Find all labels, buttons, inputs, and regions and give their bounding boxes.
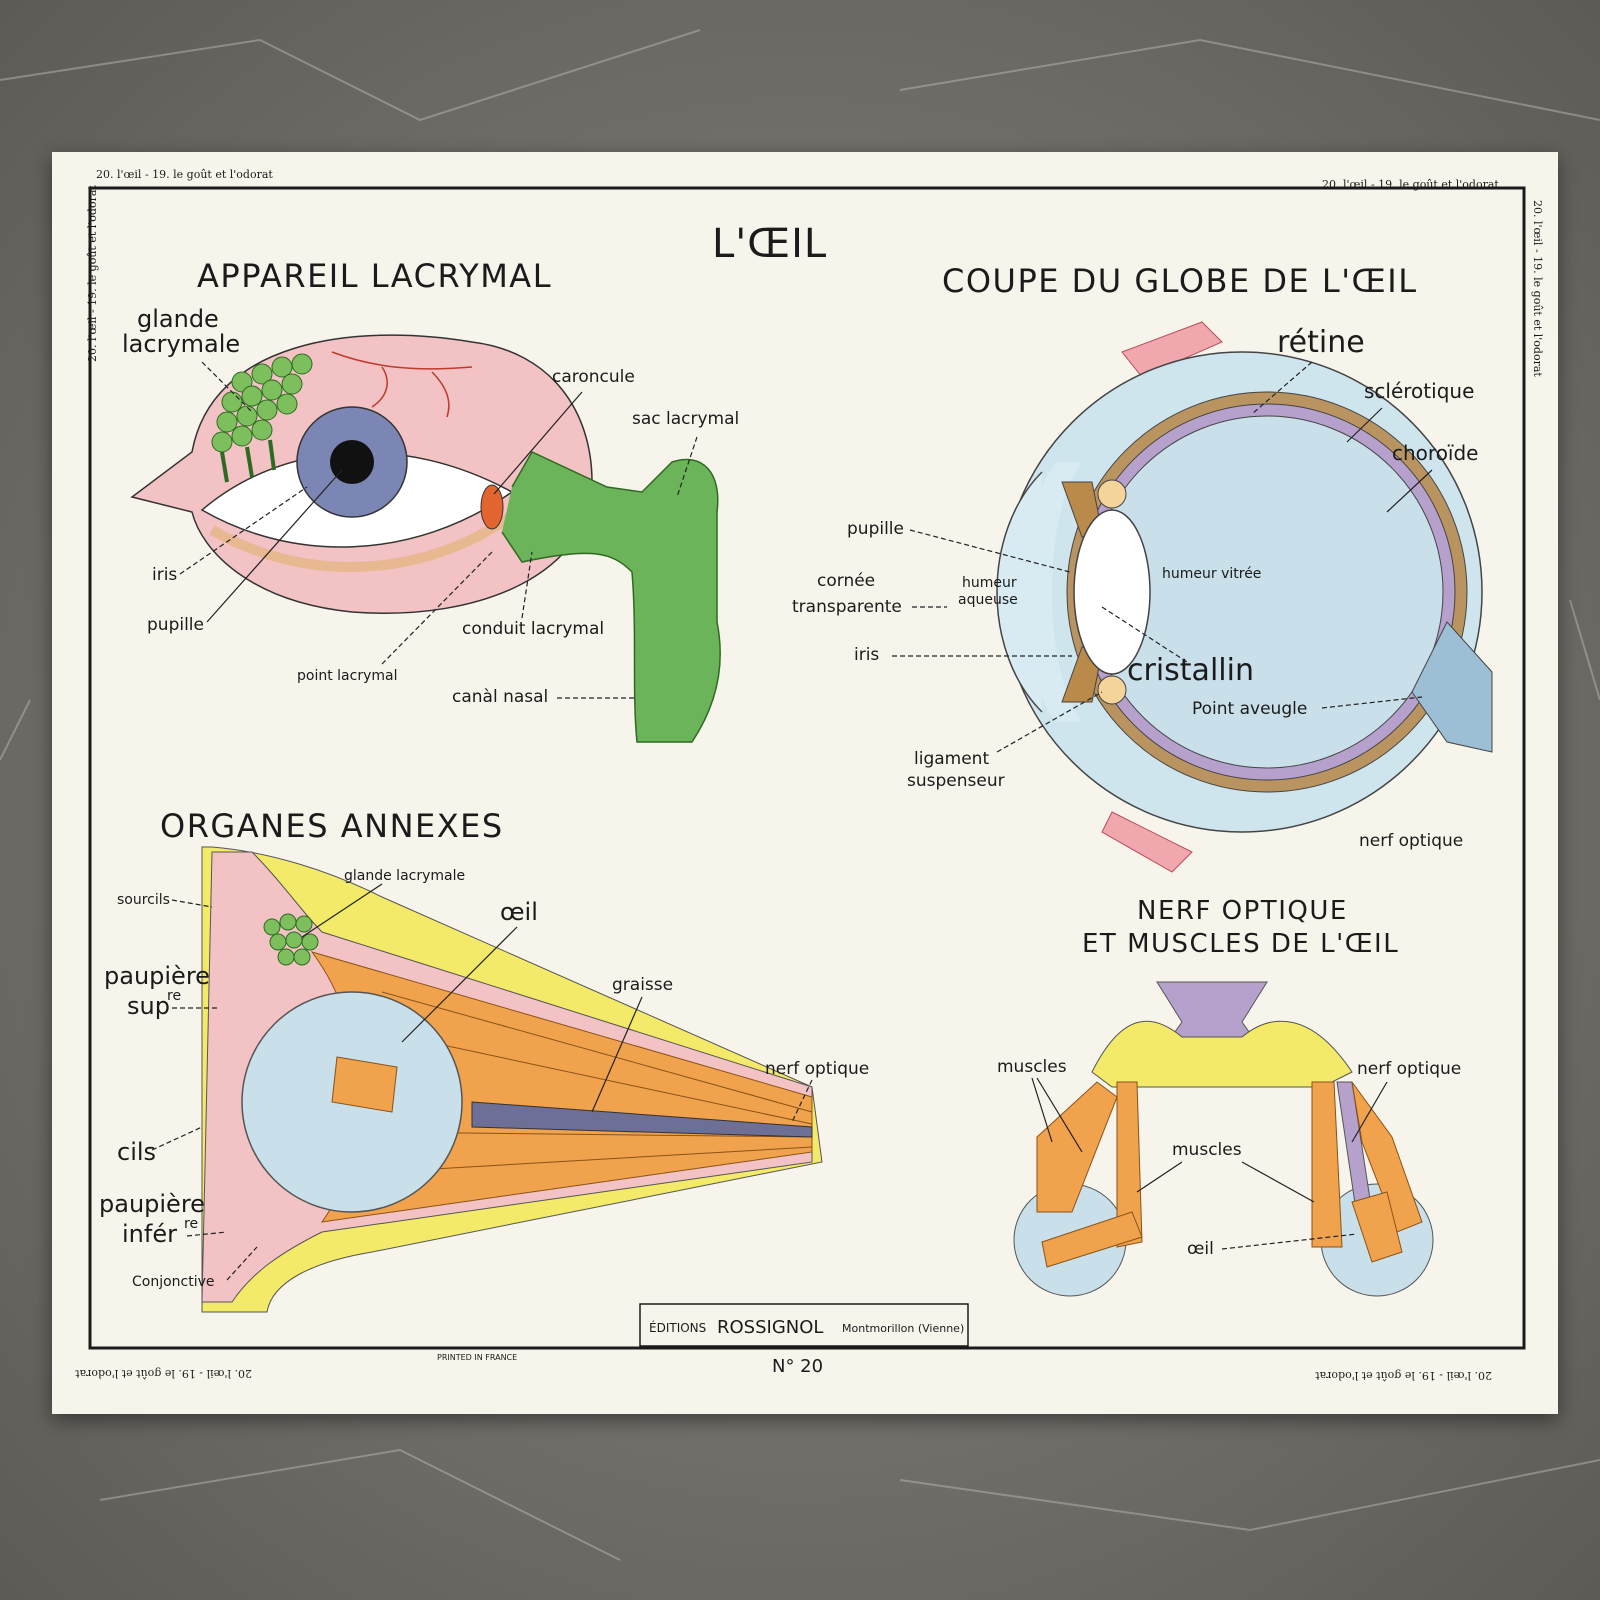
label-pupille-coupe: pupille [847,519,904,539]
section-coupe-globe: COUPE DU GLOBE DE L'ŒIL [792,262,1492,872]
label-muscles-left: muscles [997,1057,1067,1077]
label-conduit-lacrymal: conduit lacrymal [462,619,604,639]
label-canal-nasal: canàl nasal [452,687,548,707]
label-sclerotique: sclérotique [1364,379,1474,403]
margin-text-right: 20. l'œil - 19. le goût et l'odorat [1531,200,1544,377]
label-point-aveugle: Point aveugle [1192,699,1307,719]
margin-text-bottom-left: 20. l'œil - 19. le goût et l'odorat [75,1367,252,1380]
publisher-box: ÉDITIONS ROSSIGNOL Montmorillon (Vienne) [640,1304,968,1346]
margin-text-top-left: 20. l'œil - 19. le goût et l'odorat [96,168,273,181]
lens-drawing [1074,510,1150,674]
label-humeur-aqueuse-2: aqueuse [958,592,1018,608]
section-title-coupe: COUPE DU GLOBE DE L'ŒIL [942,262,1418,300]
label-graisse: graisse [612,975,673,995]
label-iris: iris [152,565,177,585]
margin-text-bottom-right: 20. l'œil - 19. le goût et l'odorat [1315,1369,1492,1382]
label-cils: cils [117,1138,156,1166]
label-pupille: pupille [147,615,204,635]
poster-artwork: 20. l'œil - 19. le goût et l'odorat 20. … [52,152,1558,1414]
leader-cils [152,1127,202,1150]
eye-muscle-insert [332,1057,397,1112]
label-glande-annexe: glande lacrymale [344,868,465,884]
label-cristallin: cristallin [1127,653,1254,688]
label-humeur-aqueuse-1: humeur [962,575,1017,591]
leader-muscles-center [1137,1162,1314,1202]
caroncule-drawing [481,485,503,529]
section-title-nerf-2: ET MUSCLES DE L'ŒIL [1082,929,1399,959]
label-choroide: choroïde [1392,441,1478,465]
publisher-editions: ÉDITIONS [649,1320,706,1335]
label-paupiere-inf-2: infér [122,1220,177,1248]
label-caroncule: caroncule [552,367,635,387]
section-organes-annexes: ORGANES ANNEXES [99,807,869,1312]
publisher-place: Montmorillon (Vienne) [842,1322,964,1335]
ciliary-upper [1098,480,1126,508]
section-title-nerf-1: NERF OPTIQUE [1137,896,1348,926]
label-ligament-1: ligament [914,749,989,769]
label-muscles-center: muscles [1172,1140,1242,1160]
poster-title: L'ŒIL [712,221,827,267]
label-nerf-optique-muscles: nerf optique [1357,1059,1461,1079]
publisher-name: ROSSIGNOL [717,1317,823,1338]
label-humeur-vitree: humeur vitrée [1162,566,1261,582]
label-paupiere-sup-2: sup [127,992,170,1020]
printed-in-france: PRINTED IN FRANCE [437,1353,517,1362]
section-nerf-muscles: NERF OPTIQUE ET MUSCLES DE L'ŒIL muscles [997,896,1461,1296]
section-appareil-lacrymal: APPAREIL LACRYMAL [122,257,739,742]
section-title-annexes: ORGANES ANNEXES [160,807,504,845]
label-paupiere-inf-superscript: re [184,1216,198,1232]
pupil-drawing [330,440,374,484]
label-sac-lacrymal: sac lacrymal [632,409,739,429]
label-glande-1: glande [137,305,219,333]
label-ligament-2: suspenseur [907,771,1005,791]
label-paupiere-inf-1: paupière [99,1190,205,1218]
margin-text-top-right: 20. l'œil - 19. le goût et l'odorat [1322,178,1499,191]
label-sourcils: sourcils [117,892,170,908]
label-paupiere-sup-1: paupière [104,962,210,990]
label-iris-coupe: iris [854,645,879,665]
section-title-lacrymal: APPAREIL LACRYMAL [197,257,552,295]
right-muscle-1 [1312,1082,1342,1247]
label-retine: rétine [1277,325,1365,360]
label-paupiere-sup-superscript: re [167,988,181,1004]
poster-number: N° 20 [772,1356,823,1377]
label-nerf-optique-annexe: nerf optique [765,1059,869,1079]
ciliary-lower [1098,676,1126,704]
label-nerf-optique-coupe: nerf optique [1359,831,1463,851]
margin-text-left: 20. l'œil - 19. le goût et l'odorat [86,185,99,362]
poster: 20. l'œil - 19. le goût et l'odorat 20. … [52,152,1558,1414]
label-oeil-annexe: œil [500,898,538,926]
label-oeil-muscles: œil [1187,1239,1214,1259]
left-muscles-drawing [1037,1082,1117,1212]
label-glande-2: lacrymale [122,330,240,358]
label-cornee-1: cornée [817,571,875,591]
label-cornee-2: transparente [792,597,902,617]
label-point-lacrymal: point lacrymal [297,668,397,684]
label-conjonctive: Conjonctive [132,1274,215,1290]
